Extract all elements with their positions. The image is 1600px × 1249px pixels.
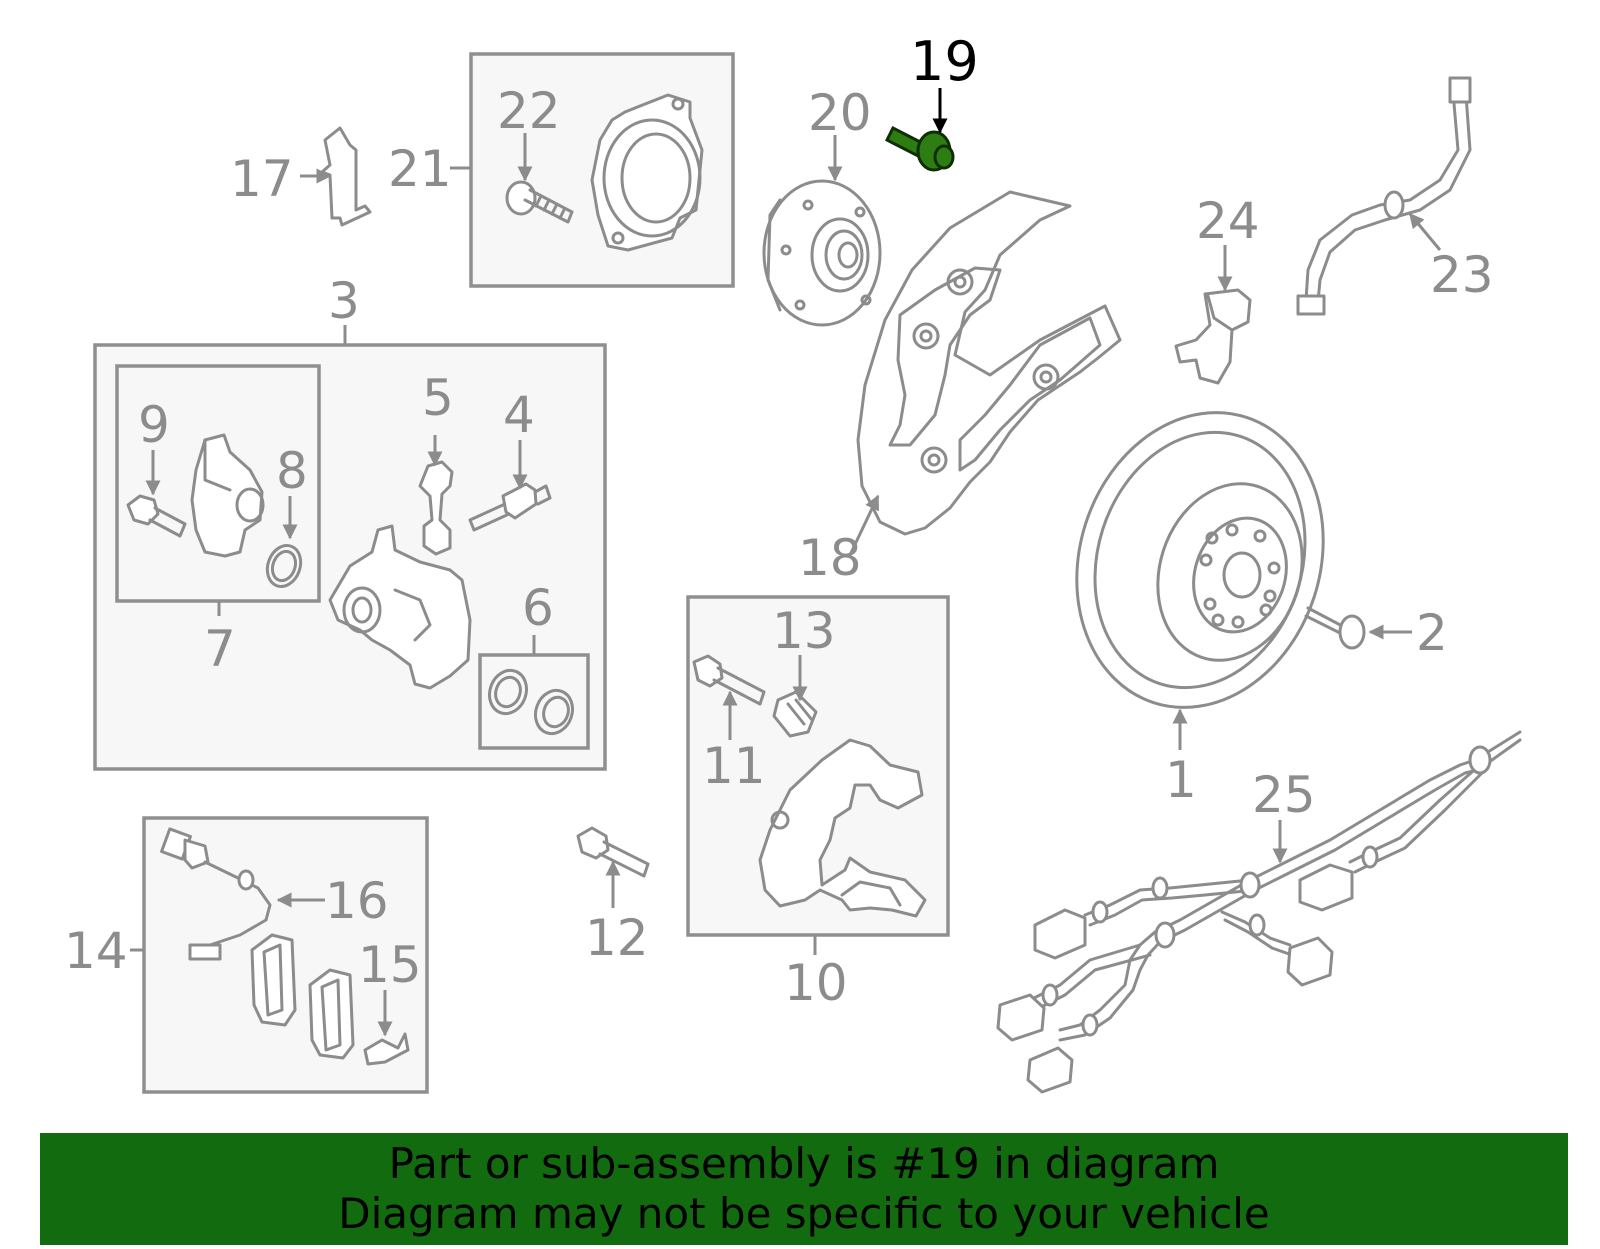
- part-18-dust-shield: [856, 190, 1122, 536]
- callout-23: 23: [1430, 246, 1494, 304]
- callout-17: 17: [230, 150, 294, 208]
- part-23-brake-hose: [1296, 76, 1472, 316]
- part-8-o-ring: [265, 544, 303, 588]
- callout-labels: 17 21 22 20 19 24 23 3 5 4 9 8 7 6 18 2 …: [64, 30, 1494, 1012]
- callout-19: 19: [910, 30, 979, 93]
- part-25-wiring-harness: [996, 730, 1522, 1094]
- callout-14: 14: [64, 922, 128, 980]
- part-21-hub-bearing: [590, 93, 704, 252]
- footer-banner: Part or sub-assembly is #19 in diagram D…: [40, 1133, 1568, 1245]
- callout-24: 24: [1196, 192, 1260, 250]
- callout-13: 13: [772, 602, 836, 660]
- part-6-seal-kit: [487, 668, 575, 736]
- callout-1: 1: [1165, 751, 1197, 809]
- callout-22: 22: [497, 82, 561, 140]
- part-19-bolt: [884, 125, 955, 172]
- callout-20: 20: [808, 84, 872, 142]
- footer-line-disclaimer: Diagram may not be specific to your vehi…: [338, 1189, 1270, 1238]
- callout-10: 10: [784, 954, 848, 1012]
- part-9-bolt: [126, 494, 187, 538]
- part-12-bolt: [576, 826, 650, 878]
- part-16-wear-sensor: [160, 827, 272, 961]
- callout-9: 9: [138, 396, 170, 454]
- callout-21: 21: [388, 140, 452, 198]
- callout-3: 3: [328, 272, 360, 330]
- leader-lines: [130, 88, 1442, 1037]
- part-5-bleeder: [418, 460, 454, 556]
- part-15-clip: [363, 1032, 410, 1066]
- callout-11: 11: [702, 737, 766, 795]
- part-1-brake-disc: [1075, 411, 1325, 709]
- footer-line-part-info: Part or sub-assembly is #19 in diagram: [388, 1139, 1220, 1188]
- callout-15: 15: [358, 936, 422, 994]
- callout-7: 7: [204, 620, 236, 678]
- callout-18: 18: [798, 529, 862, 587]
- part-14-brake-pads: [250, 933, 355, 1060]
- part-20-hub: [762, 179, 882, 327]
- part-3-caliper-body: [328, 524, 472, 690]
- part-24-sensor: [1174, 288, 1252, 385]
- callout-16: 16: [325, 872, 389, 930]
- callout-12: 12: [585, 909, 649, 967]
- callout-2: 2: [1416, 604, 1448, 662]
- callout-5: 5: [422, 369, 454, 427]
- callout-6: 6: [522, 579, 554, 637]
- callout-25: 25: [1252, 766, 1316, 824]
- part-2-screw: [1304, 606, 1366, 650]
- callout-8: 8: [276, 442, 308, 500]
- part-10-caliper-bracket: [758, 738, 927, 918]
- part-7-actuator: [190, 433, 265, 558]
- callout-4: 4: [503, 386, 535, 444]
- part-22-bolt: [505, 180, 574, 224]
